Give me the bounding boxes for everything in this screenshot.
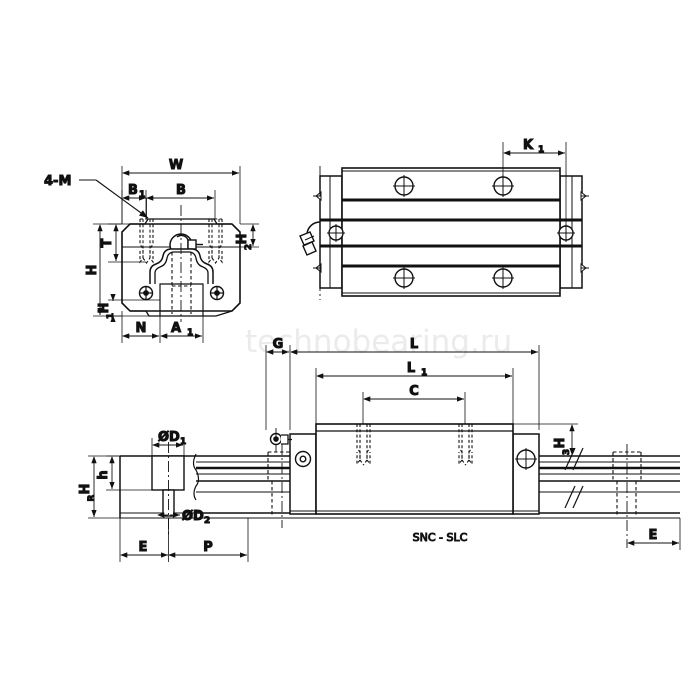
dimension-H1: H 1: [97, 293, 160, 323]
dimension-label-G: G: [273, 337, 284, 352]
dimension-W: W: [121, 158, 241, 224]
dimension-K1: K 1: [502, 138, 567, 226]
front-section-view: W B B 1 H H: [44, 158, 259, 343]
dimension-H3: H 3: [513, 423, 578, 457]
side-grease-nipple: [269, 432, 292, 446]
dimension-sub-L1: 1: [421, 368, 427, 378]
left-ball-groove: [138, 285, 154, 301]
dimension-label-C: C: [409, 384, 419, 399]
dimension-sub-H1: 1: [106, 313, 116, 319]
dimension-P: P: [168, 518, 249, 562]
dimension-label-D2: ØD: [182, 509, 204, 524]
dimension-T: T: [100, 223, 146, 263]
dimension-label-h: h: [96, 470, 111, 479]
dimension-label-W: W: [169, 158, 183, 173]
dimension-sub-D2: 2: [204, 516, 210, 526]
dimension-label-K1: K: [523, 138, 534, 153]
dimension-label-N: N: [136, 321, 147, 336]
dimension-label-L1: L: [407, 361, 415, 376]
top-hole-left-mid: [327, 224, 345, 242]
top-grease-nipple: [299, 221, 321, 256]
dimension-D2: ØD 2: [157, 509, 211, 527]
top-hole-bl: [393, 267, 415, 289]
dimension-sub-A1: 1: [187, 328, 193, 338]
callout-4M: 4-M: [44, 174, 149, 219]
side-view-with-rail: G L L 1 C H 3: [120, 337, 681, 550]
dimension-label-D1: ØD: [158, 430, 180, 445]
callout-label-4M: 4-M: [44, 174, 71, 189]
dimension-L: L: [290, 337, 540, 430]
dimension-label-L: L: [410, 337, 418, 352]
side-right-endcap: [512, 433, 540, 515]
dimension-sub-B1: 1: [139, 190, 145, 200]
side-left-endcap: [289, 433, 317, 515]
dimension-sub-HR: R: [87, 494, 97, 501]
rail-embrace-inner: [154, 251, 209, 284]
right-thread-inner: [211, 219, 220, 258]
dimension-label-H2: H: [235, 234, 250, 245]
dimension-C: C: [362, 384, 466, 424]
watermark-text: technobearing.ru: [245, 324, 512, 360]
top-hole-tl: [393, 175, 415, 197]
dimension-sub-H3: 3: [562, 449, 572, 455]
dimension-label-T: T: [100, 238, 115, 247]
dimension-label-A1: A: [171, 321, 181, 336]
dimension-label-B: B: [176, 183, 186, 198]
dimension-N: N: [121, 300, 161, 343]
dimension-label-P: P: [203, 540, 213, 555]
rail-hidden-bolt-hole: [171, 252, 192, 314]
top-hole-br: [492, 267, 514, 289]
dimension-label-E-left: E: [139, 540, 148, 555]
dimension-label-HR: H: [78, 484, 93, 495]
left-thread-inner: [142, 219, 151, 258]
dimension-L1: L 1: [315, 361, 514, 424]
rail-detail-view: ØD 1 ØD 2 H R h E: [78, 430, 249, 562]
view-caption: SNC - SLC: [413, 531, 468, 544]
right-tapped-hole: [208, 218, 223, 264]
counterbore-outline: [151, 455, 185, 491]
dimension-label-H1: H: [97, 303, 112, 314]
side-tapped-hole-right: [458, 424, 473, 466]
dimension-E-right: E: [627, 518, 681, 550]
dimension-D1: ØD 1: [151, 430, 187, 456]
dimension-E-left: E: [119, 518, 169, 562]
dimension-label-H: H: [85, 265, 100, 276]
side-right-cap-hole: [515, 448, 537, 470]
dimension-label-B1: B: [128, 183, 138, 198]
side-tapped-hole-left: [356, 424, 371, 466]
dimension-sub-D1: 1: [180, 437, 186, 447]
dimension-sub-K1: 1: [538, 145, 544, 155]
dimension-A1: A 1: [160, 300, 204, 343]
dimension-label-E-right: E: [649, 528, 658, 543]
dimension-label-H3: H: [553, 438, 568, 449]
dimension-G: G: [265, 337, 291, 430]
right-ball-groove: [209, 285, 225, 301]
top-view: K 1: [299, 138, 589, 300]
side-left-cap-hole: [294, 450, 312, 468]
grease-nipple-tip: [187, 239, 197, 250]
top-body-plate: [341, 167, 561, 297]
dimension-h: h: [96, 455, 152, 491]
dimension-sub-H2: 2: [244, 244, 254, 250]
dimension-H2: H 2: [235, 223, 259, 251]
side-carriage-body: [315, 423, 514, 515]
dimension-HR: H R: [78, 455, 120, 519]
